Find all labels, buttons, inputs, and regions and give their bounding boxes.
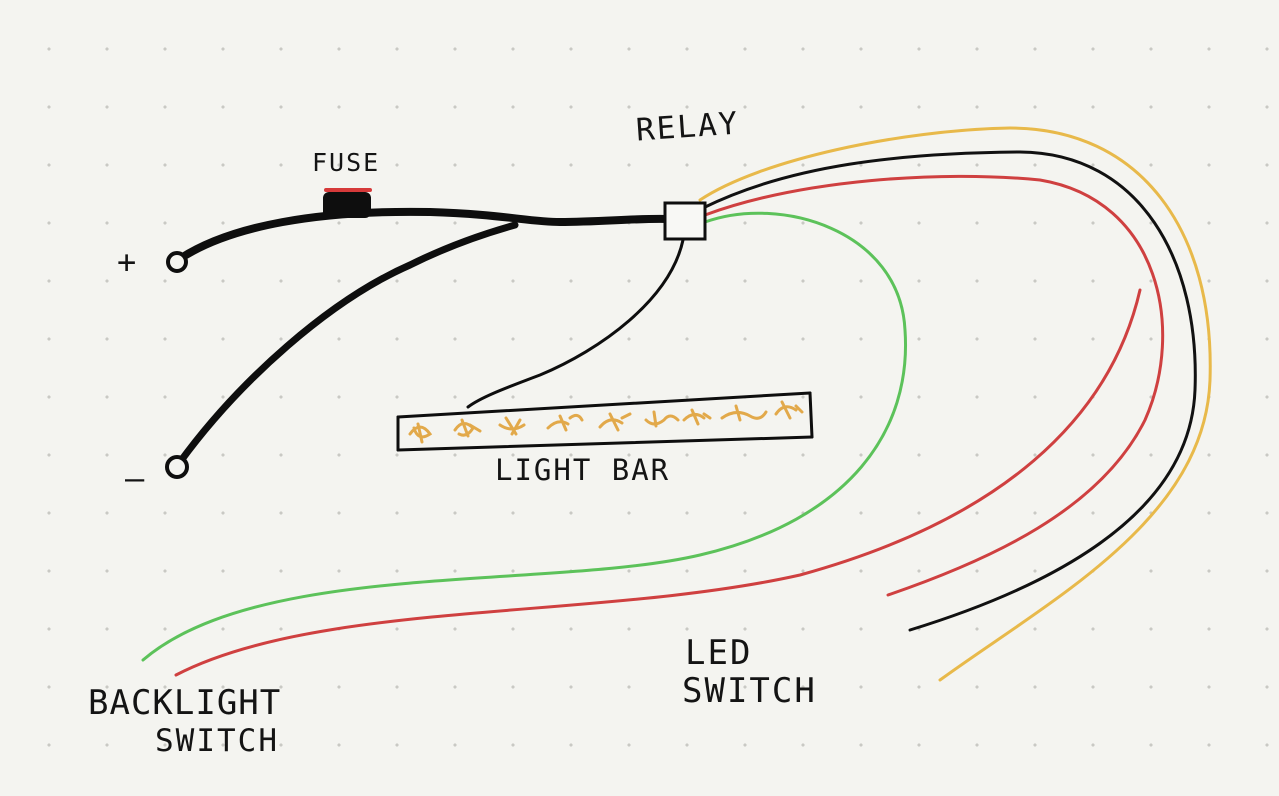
positive-terminal bbox=[166, 251, 188, 273]
relay-box bbox=[663, 201, 707, 241]
relay-label: RELAY bbox=[634, 105, 741, 149]
red-wire-lower bbox=[174, 288, 1142, 677]
led-mark bbox=[720, 404, 768, 422]
led-mark bbox=[408, 422, 433, 444]
green-wire bbox=[141, 211, 908, 662]
positive-label: + bbox=[117, 243, 139, 281]
led-mark bbox=[774, 400, 804, 420]
led-mark bbox=[546, 413, 584, 432]
light-bar-label: LIGHT BAR bbox=[495, 453, 671, 487]
led-switch-label-line1: LED bbox=[685, 633, 753, 673]
yellow-wire bbox=[698, 126, 1212, 682]
positive-power-wire bbox=[174, 207, 672, 264]
led-mark bbox=[644, 410, 680, 428]
negative-label: – bbox=[125, 459, 147, 497]
negative-wire bbox=[176, 221, 519, 466]
fuse-label: FUSE bbox=[312, 148, 381, 177]
black-wire bbox=[701, 150, 1197, 632]
fuse-body bbox=[323, 192, 371, 218]
led-mark bbox=[598, 412, 632, 432]
backlight-switch-label-line1: BACKLIGHT bbox=[88, 683, 282, 723]
backlight-switch-label-line2: SWITCH bbox=[155, 723, 279, 759]
led-mark bbox=[453, 418, 482, 438]
light-bar-leds bbox=[408, 400, 804, 444]
light-bar-right-edge bbox=[808, 391, 814, 439]
light-bar-top-edge bbox=[396, 391, 812, 419]
led-switch-label-line2: SWITCH bbox=[682, 671, 817, 711]
light-bar-feed-wire bbox=[466, 238, 685, 409]
led-mark bbox=[498, 416, 526, 436]
negative-terminal bbox=[165, 455, 189, 479]
light-bar-bottom-edge bbox=[396, 435, 814, 452]
red-wire-upper bbox=[703, 174, 1165, 597]
led-mark bbox=[682, 408, 712, 426]
